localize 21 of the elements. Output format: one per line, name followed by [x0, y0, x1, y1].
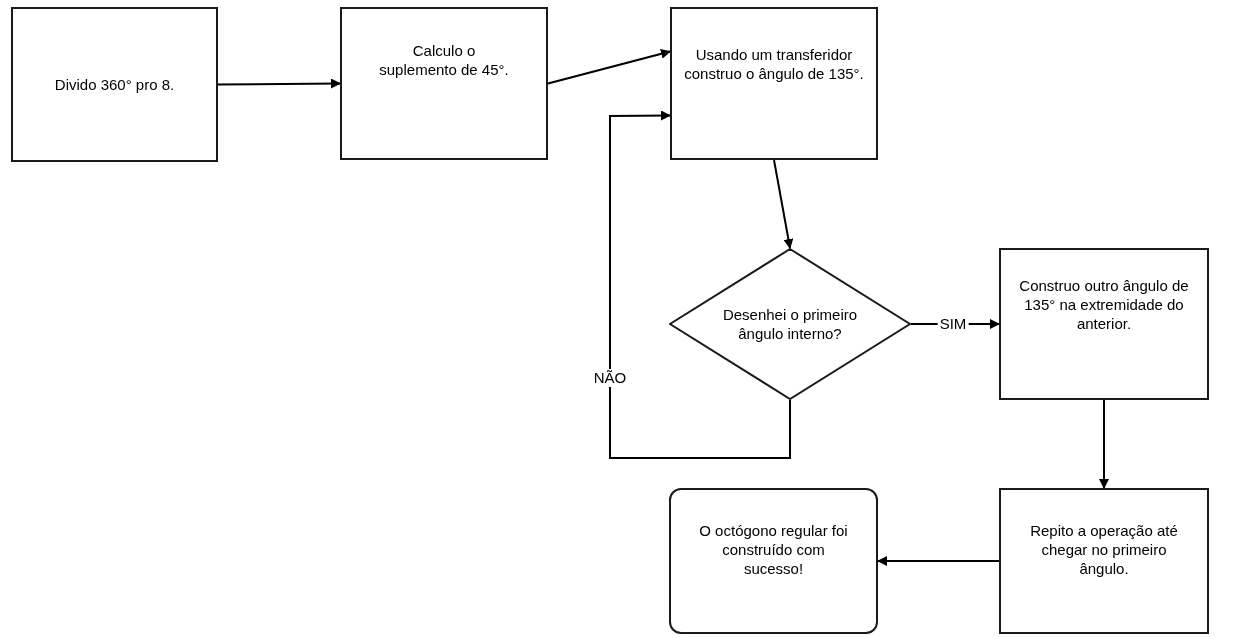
- node-text: Usando um transferidor construo o ângulo de 135°.: [684, 44, 864, 83]
- arrow: [217, 78, 341, 89]
- node-text: Repito a operação até chegar no primeiro ângulo.: [1029, 520, 1179, 578]
- process-box: [340, 7, 548, 160]
- arrow: [547, 48, 671, 85]
- process-box: [11, 7, 218, 162]
- arrow: [609, 110, 791, 459]
- node-text: Calculo o suplemento de 45°.: [378, 40, 510, 79]
- process-box: [999, 248, 1209, 400]
- node-text: Desenhei o primeiro ângulo interno?: [721, 305, 859, 343]
- node-text: O octógono regular foi construído com sucesso!: [698, 520, 849, 578]
- process-box: [670, 7, 878, 160]
- process-box: [669, 488, 878, 634]
- edge-label: NÃO: [591, 369, 629, 387]
- process-box: [999, 488, 1209, 634]
- decision-diamond: [669, 248, 911, 400]
- arrow: [1099, 399, 1109, 489]
- arrow: [773, 159, 794, 249]
- node-text: Divido 360° pro 8.: [54, 75, 175, 94]
- arrow: [877, 556, 1000, 566]
- node-text: Construo outro ângulo de 135° na extremidade do anterior.: [1018, 275, 1190, 333]
